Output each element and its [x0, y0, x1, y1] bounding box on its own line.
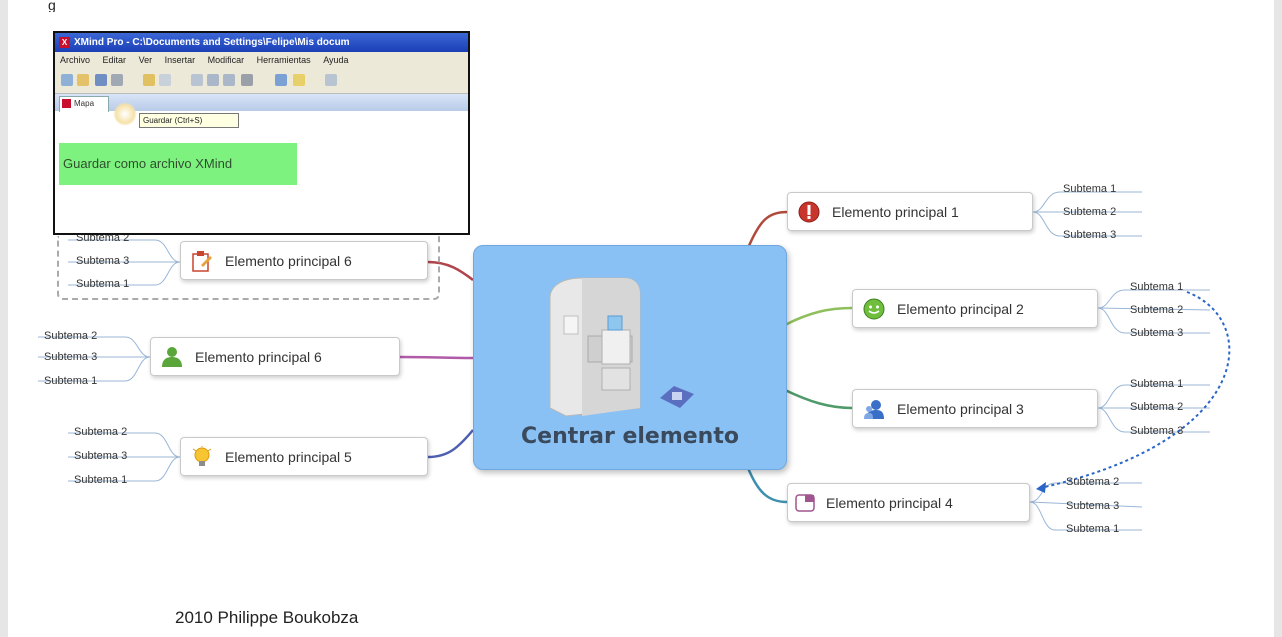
topic-label: Elemento principal 1: [832, 204, 959, 220]
toolbar: [55, 68, 468, 94]
more-icon[interactable]: [325, 74, 337, 86]
xmind-tab-icon: [62, 99, 71, 109]
file-cabinet-icon: [549, 277, 694, 417]
menu-modificar[interactable]: Modificar: [207, 55, 245, 65]
copy-icon[interactable]: [207, 74, 219, 86]
subtopic[interactable]: Subtema 1: [1066, 523, 1120, 535]
central-topic[interactable]: Centrar elemento: [473, 245, 787, 470]
xmind-logo-icon: X: [59, 36, 70, 48]
subtopic[interactable]: Subtema 2: [1066, 476, 1120, 488]
delete-icon[interactable]: [241, 74, 253, 86]
subtopic[interactable]: Subtema 2: [1130, 304, 1184, 316]
window-titlebar: X XMind Pro - C:\Documents and Settings\F…: [55, 33, 468, 52]
tab-map[interactable]: Mapa: [59, 96, 109, 112]
topic-label: Elemento principal 6: [225, 253, 352, 269]
redo-icon[interactable]: [159, 74, 171, 86]
new-icon[interactable]: [61, 74, 73, 86]
topic-icon[interactable]: [275, 74, 287, 86]
topic-3[interactable]: Elemento principal 3: [852, 389, 1098, 428]
topic-label: Elemento principal 5: [225, 449, 352, 465]
subtopic[interactable]: Subtema 3: [1063, 229, 1117, 241]
lightbulb-icon: [192, 446, 212, 466]
person-icon: [864, 400, 884, 419]
topic-1[interactable]: Elemento principal 1: [787, 192, 1033, 231]
save-tooltip: Guardar (Ctrl+S): [139, 113, 239, 128]
menu-ver[interactable]: Ver: [138, 55, 153, 65]
subtopic[interactable]: Subtema 1: [1130, 378, 1184, 390]
idea-icon[interactable]: [293, 74, 305, 86]
central-topic-title: Centrar elemento: [521, 424, 739, 449]
window-title: XMind Pro - C:\Documents and Settings\Fe…: [74, 37, 350, 48]
person-icon: [162, 347, 182, 367]
open-icon[interactable]: [77, 74, 89, 86]
topic-6b[interactable]: Elemento principal 6: [150, 337, 400, 376]
footer-credit: 2010 Philippe Boukobza: [175, 608, 359, 627]
topic-4[interactable]: Elemento principal 4: [787, 483, 1030, 522]
subtopic[interactable]: Subtema 1: [76, 278, 130, 290]
undo-icon[interactable]: [143, 74, 155, 86]
topic-6a[interactable]: Elemento principal 6: [180, 241, 428, 280]
subtopic[interactable]: Subtema 1: [1130, 281, 1184, 293]
callout-box: Guardar como archivo XMind: [59, 143, 297, 185]
top-text-fragment: g: [48, 0, 56, 12]
tab-row: Mapa: [55, 94, 468, 112]
subtopic[interactable]: Subtema 3: [1130, 425, 1184, 437]
menu-archivo[interactable]: Archivo: [60, 55, 91, 65]
mouse-cursor-icon: [113, 102, 137, 126]
subtopic[interactable]: Subtema 2: [74, 426, 128, 438]
tab-label: Mapa: [74, 99, 95, 108]
subtopic[interactable]: Subtema 3: [1130, 327, 1184, 339]
subtopic[interactable]: Subtema 3: [44, 351, 98, 363]
topic-label: Elemento principal 2: [897, 301, 1024, 317]
left-border: [0, 0, 8, 637]
edit-icon: [192, 251, 212, 272]
menu-insertar[interactable]: Insertar: [164, 55, 196, 65]
save-icon[interactable]: [95, 74, 107, 86]
topic-5[interactable]: Elemento principal 5: [180, 437, 428, 476]
subtopic[interactable]: Subtema 3: [1066, 500, 1120, 512]
cut-icon[interactable]: [191, 74, 203, 86]
topic-label: Elemento principal 6: [195, 349, 322, 365]
smiley-icon: [863, 298, 885, 320]
paste-icon[interactable]: [223, 74, 235, 86]
topic-label: Elemento principal 3: [897, 401, 1024, 417]
subtopic[interactable]: Subtema 2: [1063, 206, 1117, 218]
subtopic[interactable]: Subtema 1: [74, 474, 128, 486]
dashed-boundary: [57, 236, 440, 300]
menu-herramientas[interactable]: Herramientas: [256, 55, 311, 65]
topic-label: Elemento principal 4: [826, 495, 953, 511]
subtopic[interactable]: Subtema 3: [74, 450, 128, 462]
menu-bar: Archivo Editar Ver Insertar Modificar He…: [55, 52, 468, 68]
xmind-window-inset: X XMind Pro - C:\Documents and Settings\F…: [53, 31, 470, 235]
note-icon: [795, 494, 815, 512]
topic-2[interactable]: Elemento principal 2: [852, 289, 1098, 328]
subtopic[interactable]: Subtema 1: [44, 375, 98, 387]
print-icon[interactable]: [111, 74, 123, 86]
subtopic[interactable]: Subtema 3: [76, 255, 130, 267]
info-icon: [798, 201, 820, 223]
menu-ayuda[interactable]: Ayuda: [323, 55, 349, 65]
right-border: [1274, 0, 1282, 637]
subtopic[interactable]: Subtema 2: [44, 330, 98, 342]
subtopic[interactable]: Subtema 2: [1130, 401, 1184, 413]
subtopic[interactable]: Subtema 2: [76, 232, 130, 244]
menu-editar[interactable]: Editar: [102, 55, 127, 65]
subtopic[interactable]: Subtema 1: [1063, 183, 1117, 195]
